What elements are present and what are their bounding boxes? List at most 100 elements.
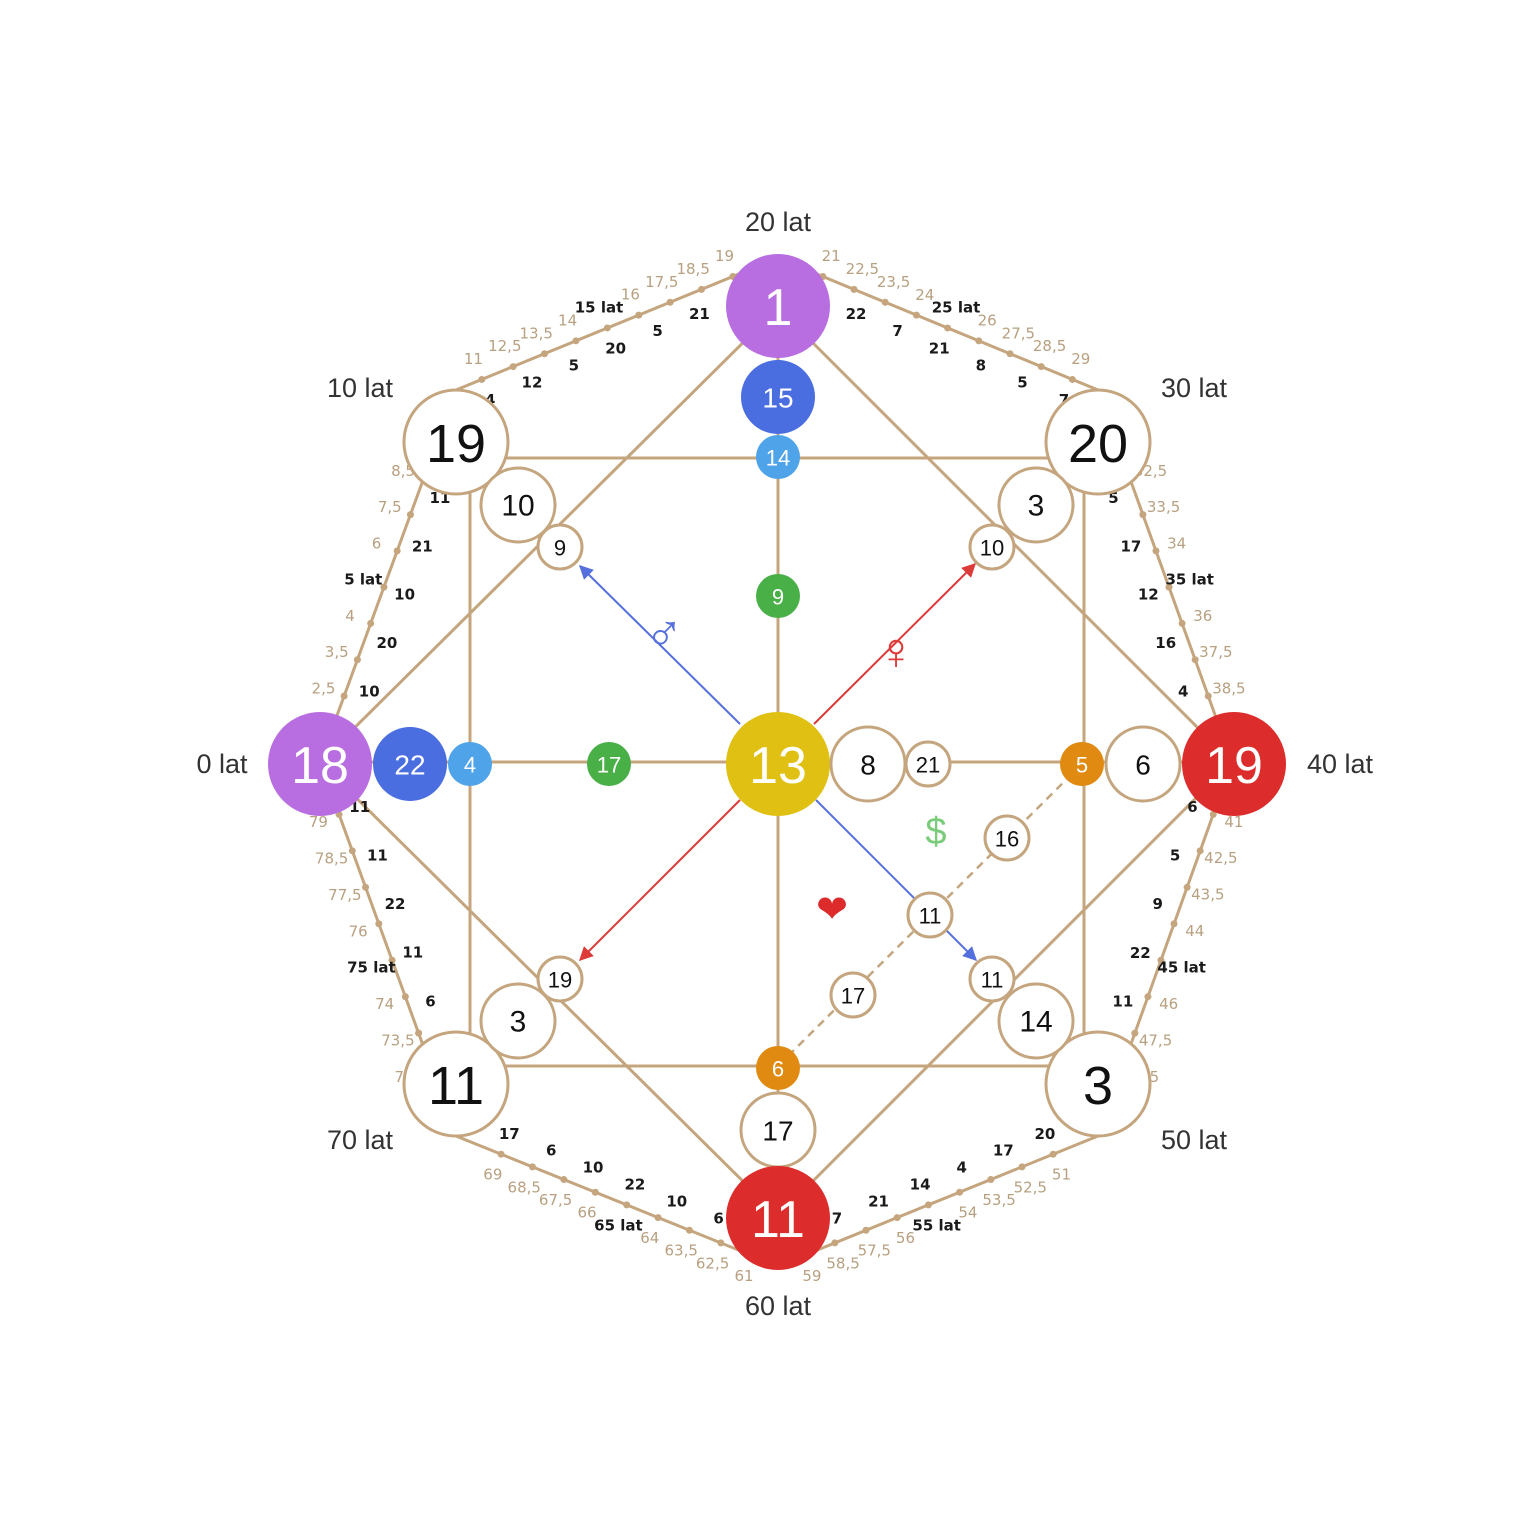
node-center-right-1: 8 xyxy=(829,725,907,803)
node-tr-diag: 10 xyxy=(968,523,1016,571)
svg-text:17: 17 xyxy=(762,1116,793,1147)
edge-tick-label: 54 xyxy=(958,1204,977,1222)
node-left-inner: 22 xyxy=(373,727,447,801)
edge-dot xyxy=(393,547,401,555)
edge-dot xyxy=(560,1176,568,1184)
node-bl-diag: 19 xyxy=(536,955,584,1003)
edge-tick-label: 73,5 xyxy=(381,1032,414,1050)
svg-text:8: 8 xyxy=(860,750,876,781)
node-tl-inner: 10 xyxy=(479,466,557,544)
edge-tick-label: 4 xyxy=(485,391,495,409)
edge-dot xyxy=(944,324,952,332)
edge-dot xyxy=(380,583,388,591)
female-symbol-icon: ♀ xyxy=(877,623,916,681)
svg-text:6: 6 xyxy=(772,1057,784,1082)
edge-tick-label: 16 xyxy=(621,286,640,304)
edge-dot xyxy=(881,298,889,306)
svg-text:9: 9 xyxy=(554,536,566,561)
svg-text:3: 3 xyxy=(1028,490,1045,523)
edge-tick-label: 5 xyxy=(569,356,579,374)
edge-tick-label: 25 lat xyxy=(932,299,981,317)
edge-tick-label: 6 xyxy=(425,992,435,1010)
node-money-1: 16 xyxy=(983,814,1031,862)
edge-dot xyxy=(591,1188,599,1196)
edge-tick-label: 11 xyxy=(464,350,483,368)
edge-dot xyxy=(1165,583,1173,591)
age-label-top: 20 lat xyxy=(745,207,812,237)
edge-tick-label: 58,5 xyxy=(826,1254,859,1272)
edge-tick-label: 7 xyxy=(1059,391,1069,409)
node-bottom-inner: 17 xyxy=(739,1091,817,1169)
svg-text:21: 21 xyxy=(916,753,940,778)
node-money-2: 11 xyxy=(906,891,954,939)
edge-tick-label: 43,5 xyxy=(1191,886,1224,904)
node-bl: 11 xyxy=(402,1030,510,1138)
edge-tick-label: 5 lat xyxy=(344,571,382,589)
age-label-bottom-right: 50 lat xyxy=(1161,1125,1228,1155)
edge-dot xyxy=(1144,993,1152,1001)
svg-text:11: 11 xyxy=(428,1056,484,1116)
edge-tick-label: 59 xyxy=(802,1267,821,1285)
svg-text:9: 9 xyxy=(772,585,784,610)
edge-dot xyxy=(1018,1163,1026,1171)
edge-tick-label: 36 xyxy=(1193,607,1212,625)
edge-dot xyxy=(975,337,983,345)
edge-dot xyxy=(1196,847,1204,855)
edge-tick-label: 21 xyxy=(822,247,841,265)
edge-tick-label: 17 xyxy=(499,1125,520,1143)
edge-tick-label: 23,5 xyxy=(877,273,910,291)
edge-tick-label: 4 xyxy=(345,607,355,625)
edge-tick-label: 46 xyxy=(1159,995,1178,1013)
edge-tick-label: 26 xyxy=(978,311,997,329)
edge-tick-label: 10 xyxy=(666,1192,687,1210)
edge-dot xyxy=(509,363,517,371)
node-right: 19 xyxy=(1182,712,1286,816)
edge-tick-label: 13,5 xyxy=(520,324,553,342)
svg-text:22: 22 xyxy=(394,750,425,781)
svg-text:10: 10 xyxy=(501,490,534,523)
edge-tick-label: 19 xyxy=(715,247,734,265)
edge-tick-label: 17 xyxy=(1120,537,1141,555)
svg-text:18: 18 xyxy=(291,737,349,795)
edge-tick-label: 14 xyxy=(910,1176,931,1194)
edge-tick-label: 4 xyxy=(1178,682,1188,700)
node-bl-inner: 3 xyxy=(479,982,557,1060)
edge-tick-label: 21 xyxy=(868,1192,889,1210)
edge-tick-label: 5 xyxy=(1170,847,1180,865)
node-tr: 20 xyxy=(1044,388,1152,496)
edge-tick-label: 14 xyxy=(558,311,577,329)
edge-dot xyxy=(654,1214,662,1222)
edge-tick-label: 2,5 xyxy=(312,679,336,697)
svg-text:17: 17 xyxy=(597,753,621,778)
edge-tick-label: 63,5 xyxy=(665,1242,698,1260)
edge-dot xyxy=(478,375,486,383)
edge-dot xyxy=(1178,619,1186,627)
svg-text:11: 11 xyxy=(919,904,942,929)
node-left-inner2: 4 xyxy=(448,742,492,786)
edge-tick-label: 7 xyxy=(832,1209,842,1227)
edge-tick-label: 18,5 xyxy=(676,260,709,278)
age-label-top-right: 30 lat xyxy=(1161,373,1228,403)
edge-tick-label: 56 xyxy=(896,1229,915,1247)
edge-tick-label: 20 xyxy=(1034,1125,1055,1143)
node-right-inner-orange: 5 xyxy=(1060,742,1104,786)
edge-dot xyxy=(717,1239,725,1247)
edge-tick-label: 7,5 xyxy=(378,498,402,516)
edge-dot xyxy=(362,883,370,891)
edge-tick-label: 11 xyxy=(402,944,423,962)
edge-tick-label: 28,5 xyxy=(1033,337,1066,355)
edge-tick-label: 65 lat xyxy=(594,1216,643,1234)
edge-dot xyxy=(340,692,348,700)
edge-tick-label: 29 xyxy=(1071,350,1090,368)
edge-dot xyxy=(1152,547,1160,555)
edge-tick-label: 12 xyxy=(522,374,543,392)
edge-tick-label: 51 xyxy=(1052,1166,1071,1184)
edge-tick-label: 20 xyxy=(605,339,626,357)
male-line-upper xyxy=(579,565,741,725)
edge-dot xyxy=(685,1226,693,1234)
node-center-top-green: 9 xyxy=(756,574,800,618)
edge-dot xyxy=(1183,883,1191,891)
edge-tick-label: 22 xyxy=(385,895,406,913)
svg-text:16: 16 xyxy=(995,827,1019,852)
edge-tick-label: 21 xyxy=(412,537,433,555)
